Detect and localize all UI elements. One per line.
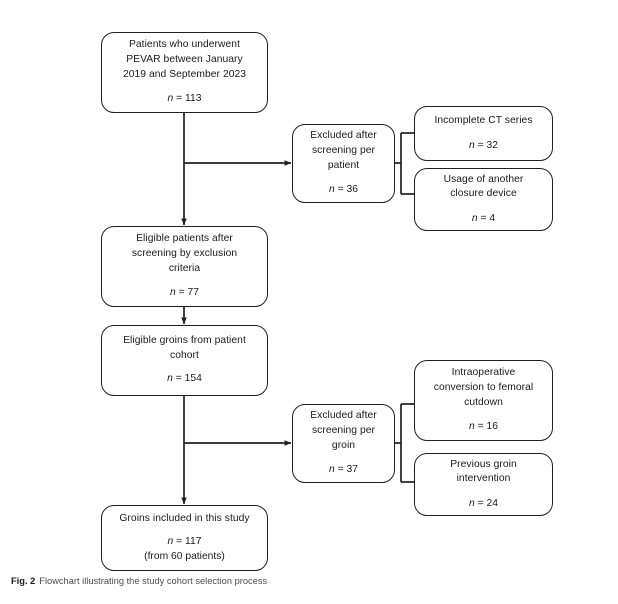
node-incomplete-ct-series: Incomplete CT series n = 32 <box>414 106 553 161</box>
edge-excluded-patient-bracket <box>395 132 414 195</box>
node-enrolled-patients-title: Patients who underwent PEVAR between Jan… <box>122 39 247 80</box>
node-eligible-patients-count: n = 77 <box>170 287 199 299</box>
node-incomplete-ct-series-count: n = 32 <box>469 139 498 151</box>
node-usage-of-another-closure-device: Usage of another closure device n = 4 <box>414 168 553 231</box>
edge-excluded-groin-bracket <box>395 403 414 483</box>
node-previous-groin-intervention-count: n = 24 <box>469 497 498 509</box>
node-intraoperative-conversion-count: n = 16 <box>469 421 498 433</box>
node-groins-included-subtext: (from 60 patients) <box>144 550 225 562</box>
node-incomplete-ct-series-title: Incomplete CT series <box>434 114 533 126</box>
figure-label: Fig. 2 <box>11 576 36 586</box>
node-excluded-after-screening-per-groin-count: n = 37 <box>329 464 358 476</box>
node-groins-included-title: Groins included in this study <box>119 512 250 524</box>
node-eligible-groins-title: Eligible groins from patient cohort <box>123 335 246 361</box>
node-usage-of-another-closure-device-title: Usage of another closure device <box>443 173 524 200</box>
node-previous-groin-intervention: Previous groin intervention n = 24 <box>414 453 553 516</box>
node-usage-of-another-closure-device-count: n = 4 <box>471 212 496 224</box>
node-groins-included-count: n = 117 <box>167 536 202 548</box>
node-intraoperative-conversion: Intraoperative conversion to femoral cut… <box>414 360 553 441</box>
node-previous-groin-intervention-title: Previous groin intervention <box>450 458 517 485</box>
node-enrolled-patients-count: n = 113 <box>167 93 202 105</box>
node-groins-included: Groins included in this study n = 117 (f… <box>101 505 268 571</box>
node-excluded-after-screening-per-groin: Excluded after screening per groin n = 3… <box>292 404 395 483</box>
node-eligible-patients: Eligible patients after screening by exc… <box>101 226 268 307</box>
node-excluded-after-screening-per-patient-count: n = 36 <box>329 184 358 196</box>
node-excluded-after-screening-per-groin-title: Excluded after screening per groin <box>310 410 377 451</box>
node-enrolled-patients: Patients who underwent PEVAR between Jan… <box>101 32 268 113</box>
node-eligible-groins-count: n = 154 <box>167 373 202 385</box>
node-intraoperative-conversion-title: Intraoperative conversion to femoral cut… <box>433 367 534 408</box>
node-eligible-groins: Eligible groins from patient cohort n = … <box>101 325 268 396</box>
figure-caption-text: Flowchart illustrating the study cohort … <box>39 576 268 586</box>
node-eligible-patients-title: Eligible patients after screening by exc… <box>131 233 238 274</box>
node-excluded-after-screening-per-patient: Excluded after screening per patient n =… <box>292 124 395 203</box>
node-excluded-after-screening-per-patient-title: Excluded after screening per patient <box>310 130 377 171</box>
